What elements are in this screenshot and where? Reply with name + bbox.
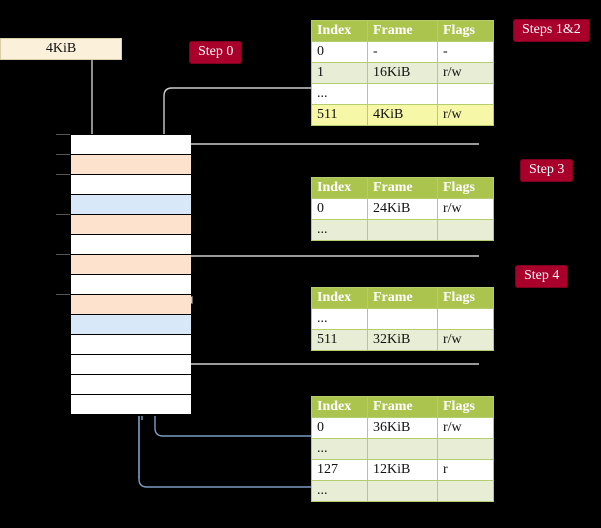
table-cell: 511 [311, 104, 368, 126]
table-cell [437, 480, 494, 502]
memory-frame-row [71, 235, 191, 255]
table-row: ... [311, 438, 494, 460]
table-cell [367, 308, 438, 330]
memory-row-tick [56, 174, 70, 175]
column-header-flags: Flags [437, 177, 494, 199]
table-cell: r/w [437, 198, 494, 220]
column-header-frame: Frame [367, 20, 438, 42]
table-row: ... [311, 480, 494, 502]
table-row: ... [311, 83, 494, 105]
column-header-index: Index [311, 20, 368, 42]
column-header-frame: Frame [367, 177, 438, 199]
memory-frame-row [71, 195, 191, 215]
memory-frame-row [71, 375, 191, 395]
table-cell: 4KiB [367, 104, 438, 126]
table-cell: r/w [437, 62, 494, 84]
table-cell: 36KiB [367, 417, 438, 439]
table-cell: 0 [311, 41, 368, 63]
table-cell: ... [311, 83, 368, 105]
column-header-index: Index [311, 287, 368, 309]
table-row: ... [311, 219, 494, 241]
table-cell: - [367, 41, 438, 63]
table-cell: r/w [437, 104, 494, 126]
table-cell: ... [311, 438, 368, 460]
table-cell: 127 [311, 459, 368, 481]
table-cell [367, 438, 438, 460]
table-cell [367, 480, 438, 502]
memory-row-tick [56, 134, 70, 135]
memory-frame-row [71, 295, 191, 315]
memory-frame-row [71, 335, 191, 355]
table-cell: 12KiB [367, 459, 438, 481]
column-header-frame: Frame [367, 287, 438, 309]
table-cell: - [437, 41, 494, 63]
table-cell [437, 308, 494, 330]
memory-frame-row [71, 135, 191, 155]
table-cell: ... [311, 480, 368, 502]
table-row: ... [311, 308, 494, 330]
table-cell: 16KiB [367, 62, 438, 84]
table-cell [437, 219, 494, 241]
memory-frame-row [71, 155, 191, 175]
table-row: 0-- [311, 41, 494, 63]
table-cell: 511 [311, 329, 368, 351]
table-cell [437, 438, 494, 460]
memory-frame-row [71, 315, 191, 335]
memory-row-tick [56, 154, 70, 155]
table-cell: 24KiB [367, 198, 438, 220]
memory-frame-row [71, 275, 191, 295]
badge-step-0: Step 0 [189, 41, 243, 64]
table-cell: 0 [311, 198, 368, 220]
table-cell: r/w [437, 417, 494, 439]
table-cell: 32KiB [367, 329, 438, 351]
column-header-flags: Flags [437, 396, 494, 418]
column-header-flags: Flags [437, 287, 494, 309]
source-frame-box: 4KiB [0, 38, 122, 60]
source-frame-label: 4KiB [45, 41, 77, 56]
table-cell [367, 83, 438, 105]
table-cell: ... [311, 219, 368, 241]
memory-frame-row [71, 215, 191, 235]
column-header-index: Index [311, 177, 368, 199]
badge-step-3: Step 3 [520, 159, 574, 182]
table-cell: 0 [311, 417, 368, 439]
table-cell [437, 83, 494, 105]
table-cell [367, 219, 438, 241]
memory-frame-row [71, 175, 191, 195]
column-header-frame: Frame [367, 396, 438, 418]
badge-step-4: Step 4 [515, 265, 569, 288]
memory-frame-row [71, 395, 191, 415]
column-header-flags: Flags [437, 20, 494, 42]
table-cell: 1 [311, 62, 368, 84]
memory-row-tick [56, 214, 70, 215]
memory-frame-row [71, 355, 191, 375]
memory-frame-row [71, 255, 191, 275]
physical-memory-column [70, 134, 191, 416]
table-cell: r/w [437, 329, 494, 351]
table-cell: r [437, 459, 494, 481]
column-header-index: Index [311, 396, 368, 418]
badge-steps-1-2: Steps 1&2 [513, 19, 590, 42]
memory-row-tick [56, 294, 70, 295]
memory-row-tick [56, 254, 70, 255]
table-cell: ... [311, 308, 368, 330]
